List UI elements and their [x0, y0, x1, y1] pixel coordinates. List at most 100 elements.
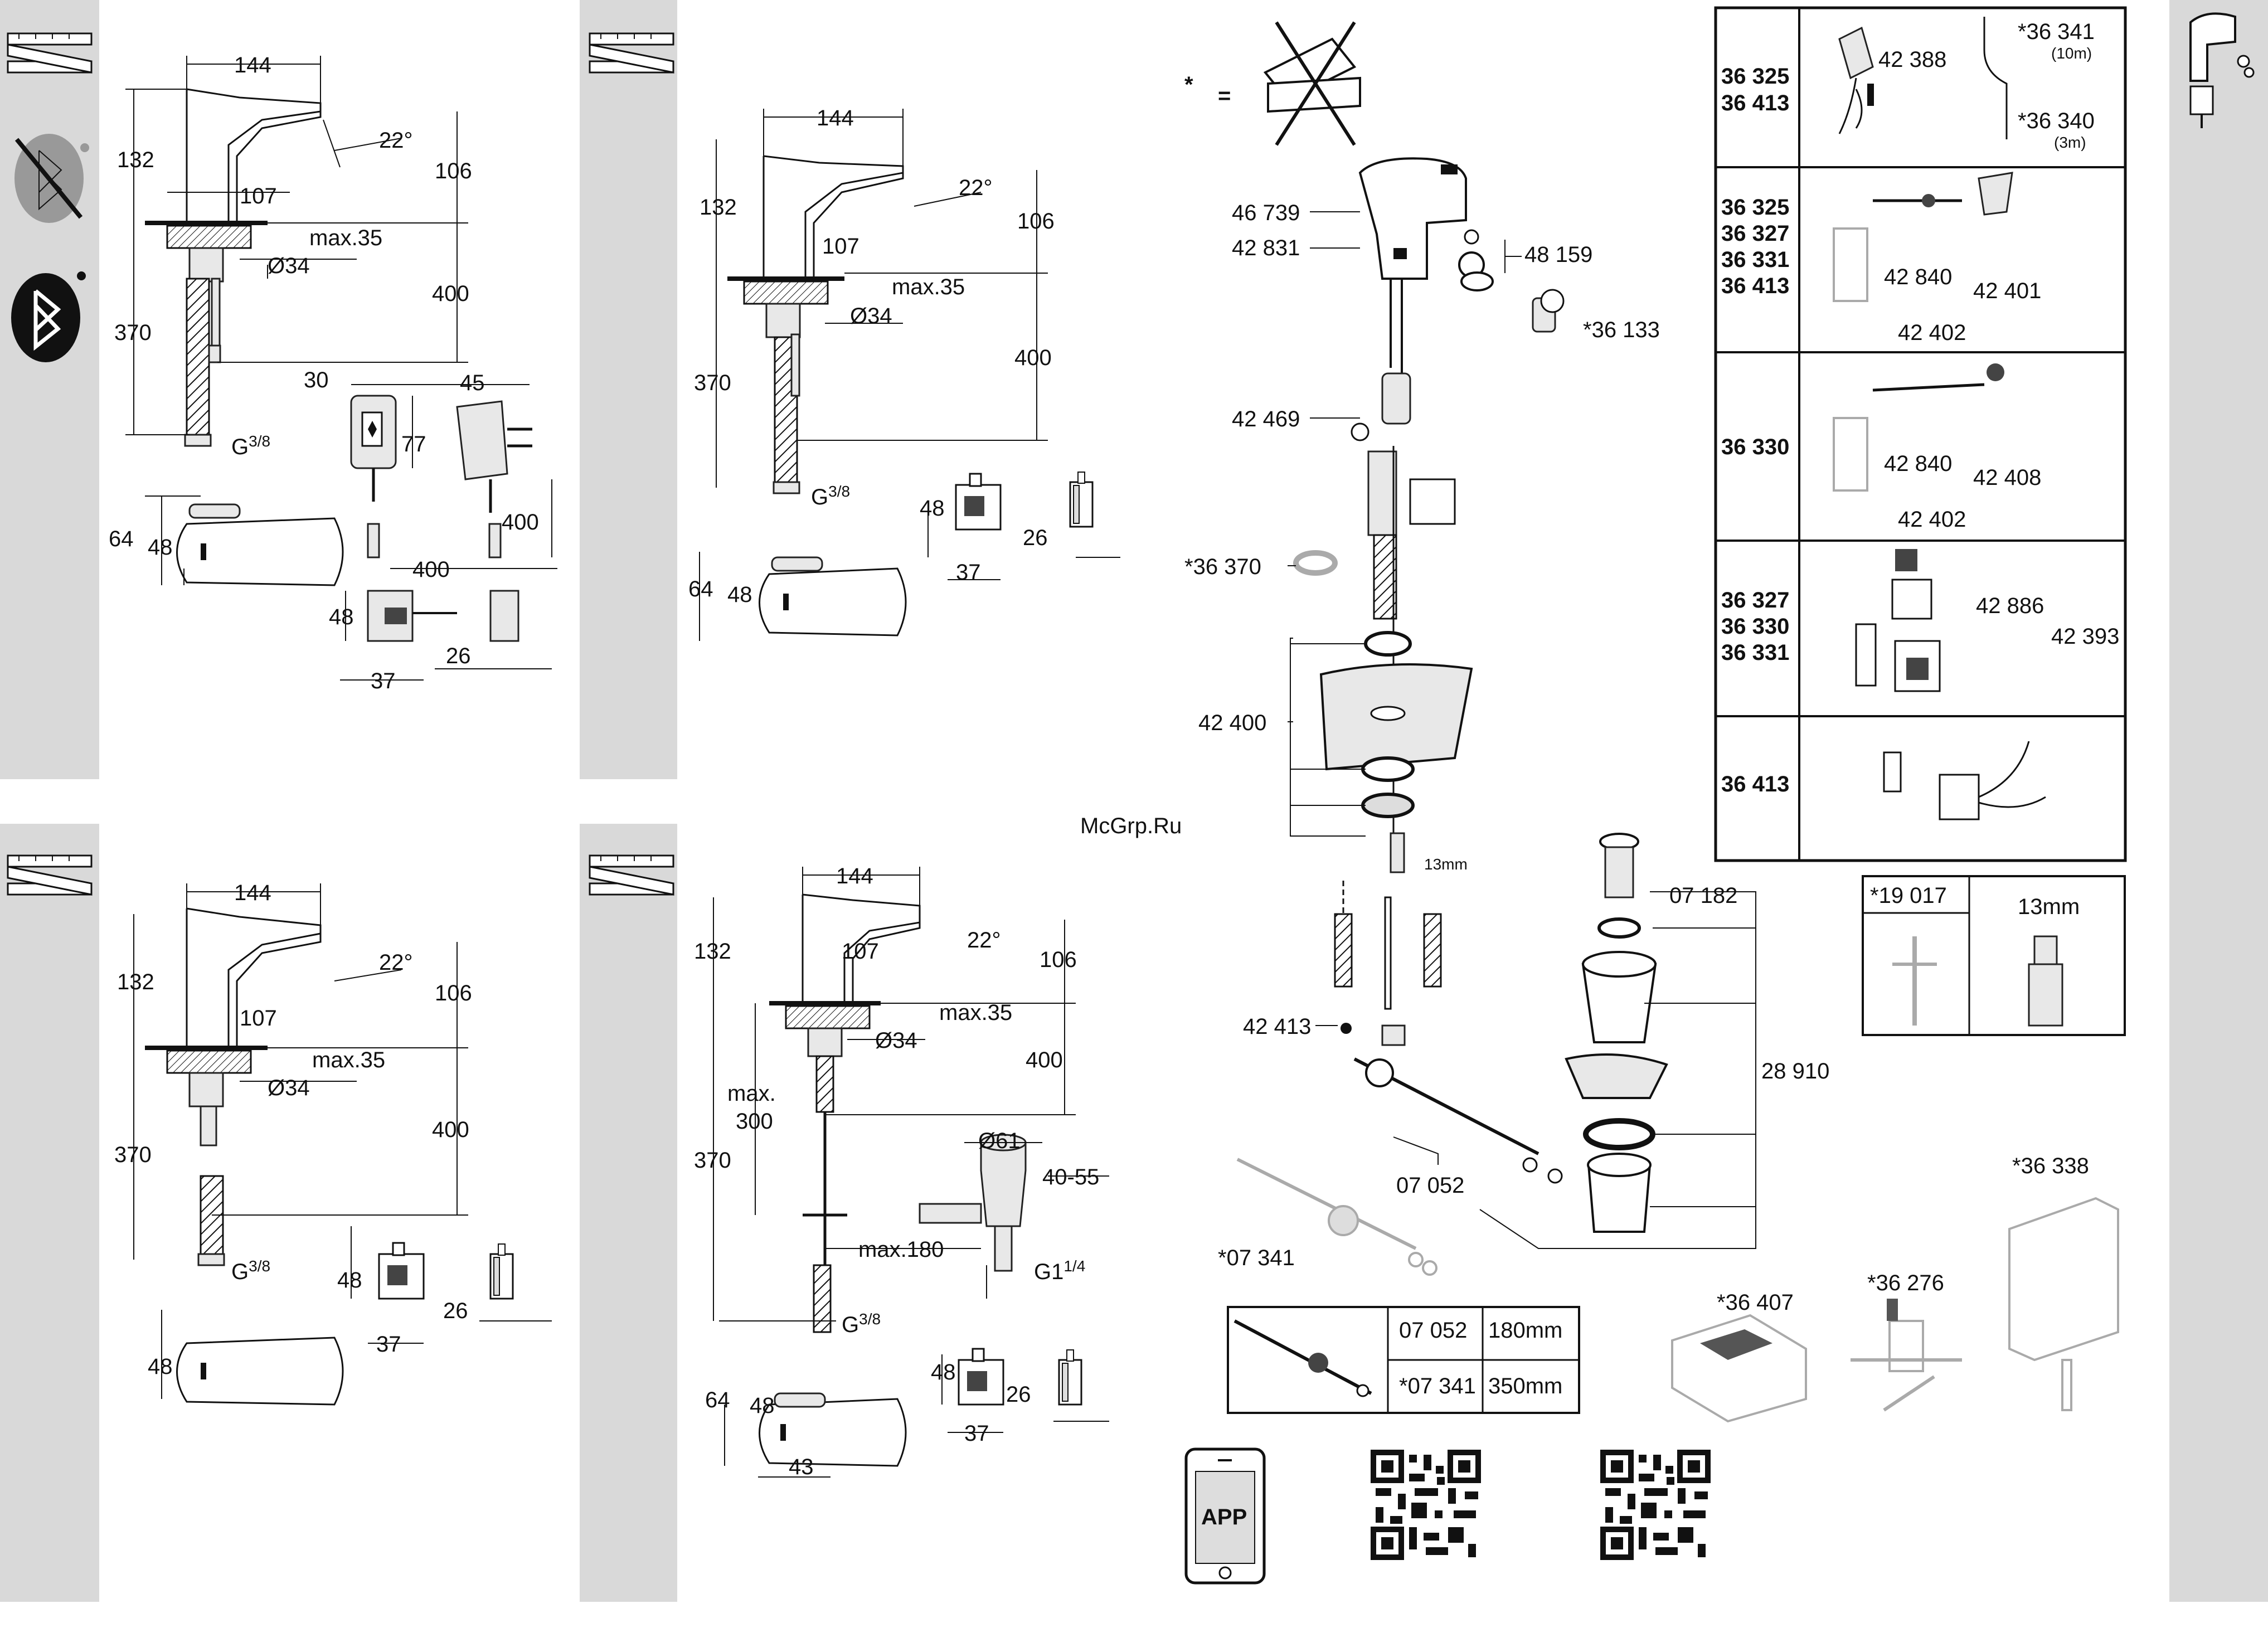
- dim-g114: G11/4: [1034, 1257, 1085, 1284]
- dim-48: 48: [931, 1360, 956, 1384]
- dim-max180: max.180: [858, 1237, 944, 1262]
- dim-400: 400: [1014, 346, 1052, 370]
- side-band-3: [580, 0, 677, 779]
- length-table-part-1: 07 052: [1399, 1318, 1467, 1343]
- part-36276: *36 276: [1867, 1271, 1944, 1295]
- dim-107: 107: [822, 234, 859, 259]
- dim-106: 106: [435, 159, 472, 183]
- dim-37: 37: [376, 1332, 401, 1357]
- dim-45: 45: [460, 371, 485, 395]
- dim-370: 370: [114, 1143, 152, 1167]
- dim-106: 106: [435, 981, 472, 1005]
- q2-accessories: [759, 471, 1094, 636]
- bluetooth-crossed-icon: [14, 134, 89, 223]
- dim-22: 22°: [959, 176, 993, 200]
- side-band-2: [0, 824, 99, 1602]
- dim-g38: G3/8: [231, 433, 270, 459]
- dim-max300-a: max.: [727, 1081, 776, 1106]
- part-46739: 46 739: [1232, 201, 1300, 225]
- part-42840: 42 840: [1884, 265, 1952, 289]
- dim-64: 64: [109, 527, 134, 551]
- dim-370: 370: [114, 320, 152, 345]
- dim-107: 107: [240, 184, 277, 208]
- q4-accessories: [759, 1348, 1082, 1467]
- dim-107: 107: [842, 939, 879, 964]
- dim-37: 37: [964, 1421, 989, 1446]
- dim-22: 22°: [967, 928, 1001, 953]
- dim-400: 400: [432, 281, 469, 306]
- dim-400c: 400: [412, 557, 450, 582]
- dim-144: 144: [817, 106, 854, 130]
- dim-4055: 40-55: [1042, 1165, 1099, 1189]
- dim-64: 64: [705, 1388, 730, 1412]
- tool-13mm: 13mm: [2018, 895, 2080, 919]
- part-42400: 42 400: [1198, 711, 1266, 735]
- part-36338: *36 338: [2012, 1154, 2089, 1178]
- watermark: McGrp.Ru: [1080, 814, 1182, 838]
- dim-34: Ø34: [268, 1076, 310, 1100]
- dim-43: 43: [789, 1455, 814, 1479]
- dim-370: 370: [694, 371, 731, 395]
- dim-48b: 48: [750, 1393, 775, 1418]
- part-36370: *36 370: [1184, 555, 1261, 579]
- dim-max35: max.35: [309, 226, 382, 250]
- model-number: 36 325: [1721, 195, 1789, 220]
- valve-36276: [1851, 1299, 1962, 1412]
- part-36340: *36 340: [2018, 109, 2095, 133]
- model-number: 36 413: [1721, 91, 1789, 115]
- part-42402: 42 402: [1898, 507, 1966, 532]
- leader-lines: [1288, 211, 1756, 1249]
- part-42402: 42 402: [1898, 320, 1966, 345]
- tool-box: [1862, 875, 2126, 1036]
- dim-37: 37: [956, 560, 981, 585]
- smartphone-app-icon: [1184, 1447, 1266, 1585]
- dim-132: 132: [117, 148, 154, 172]
- side-band-right: [2169, 0, 2268, 1602]
- dim-48: 48: [148, 535, 173, 560]
- tool-size-13mm: 13mm: [1424, 856, 1468, 873]
- length-10m: (10m): [2051, 45, 2092, 62]
- length-table-part-2: *07 341: [1399, 1374, 1476, 1398]
- side-band-1: [0, 0, 99, 779]
- part-42388: 42 388: [1878, 47, 1946, 72]
- dim-34: Ø34: [875, 1028, 917, 1053]
- dim-g38: G3/8: [811, 483, 850, 509]
- rod-length-table: [1227, 1306, 1580, 1414]
- dim-132: 132: [117, 970, 154, 994]
- dim-22: 22°: [379, 128, 413, 153]
- dimension-lines: [125, 56, 1120, 1478]
- dim-370: 370: [694, 1148, 731, 1173]
- dim-400: 400: [1026, 1048, 1063, 1072]
- model-number: 36 325: [1721, 64, 1789, 89]
- dim-26: 26: [443, 1299, 468, 1323]
- part-07182: 07 182: [1669, 883, 1737, 908]
- part-28910: 28 910: [1761, 1059, 1829, 1083]
- part-42393: 42 393: [2051, 624, 2119, 649]
- dim-144: 144: [234, 53, 271, 77]
- dim-132: 132: [700, 195, 737, 220]
- faucet-thumbnail-icon: [2189, 12, 2255, 128]
- dim-400: 400: [432, 1117, 469, 1142]
- dim-34: Ø34: [268, 254, 310, 278]
- part-36407: *36 407: [1717, 1290, 1794, 1315]
- faucet-elevation-q2: [727, 155, 904, 494]
- pop-up-waste: [1236, 833, 1668, 1276]
- dim-26: 26: [1006, 1382, 1031, 1407]
- dim-max300-b: 300: [736, 1109, 773, 1134]
- part-48159: 48 159: [1524, 242, 1592, 267]
- dim-144: 144: [234, 881, 271, 905]
- model-number: 36 413: [1721, 772, 1789, 796]
- dim-30: 30: [304, 368, 329, 392]
- part-42413: 42 413: [1243, 1014, 1311, 1039]
- model-number: 36 327: [1721, 588, 1789, 613]
- part-07341: *07 341: [1218, 1246, 1295, 1270]
- dim-400b: 400: [502, 510, 539, 535]
- faucet-elevation-q1: [145, 88, 322, 447]
- qr-code[interactable]: [1370, 1449, 1482, 1561]
- q1-power-supply: [350, 395, 532, 642]
- length-table-length-1: 180mm: [1488, 1318, 1562, 1343]
- side-band-4: [580, 824, 677, 1602]
- spare-parts-table: [1714, 6, 2127, 862]
- qr-code[interactable]: [1600, 1449, 1711, 1561]
